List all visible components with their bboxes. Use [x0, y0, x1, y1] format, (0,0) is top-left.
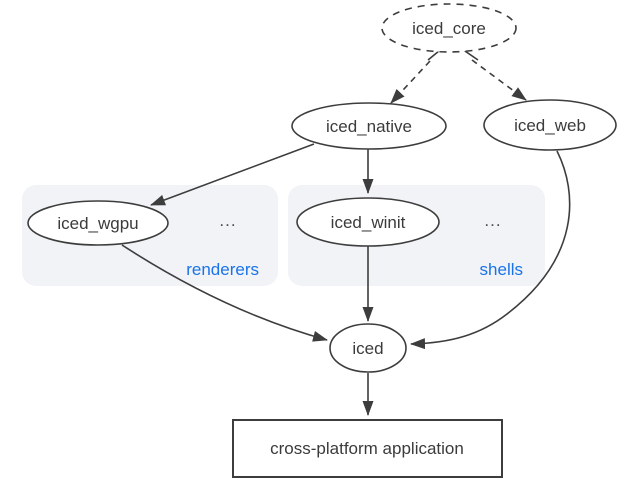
node-iced-native: iced_native — [291, 102, 447, 150]
node-iced-winit: iced_winit — [296, 197, 440, 247]
cluster-renderers-ellipsis: ... — [219, 211, 236, 230]
node-iced-winit-shape — [296, 197, 440, 247]
node-iced-wgpu-shape — [27, 200, 169, 246]
node-iced-core: iced_core — [381, 3, 517, 53]
node-iced-native-shape — [291, 102, 447, 150]
node-iced-wgpu-label: iced_wgpu — [57, 214, 138, 233]
node-iced-wgpu: iced_wgpu — [27, 200, 169, 246]
cluster-shells-label: shells — [480, 260, 523, 279]
node-iced: iced — [329, 323, 407, 373]
node-application-shape — [232, 419, 503, 478]
edge-native-wgpu — [150, 143, 315, 206]
edge-web-iced — [410, 150, 571, 350]
node-iced-core-label: iced_core — [412, 19, 486, 38]
node-iced-web: iced_web — [483, 99, 617, 151]
node-iced-web-label: iced_web — [514, 116, 586, 135]
edge-core-web — [471, 59, 527, 101]
node-iced-winit-label: iced_winit — [331, 213, 406, 232]
node-iced-web-shape — [483, 99, 617, 151]
cluster-shells-ellipsis: ... — [484, 211, 501, 230]
node-iced-shape — [329, 323, 407, 373]
edge-core-native — [390, 60, 431, 104]
edge-wgpu-iced — [121, 244, 328, 342]
node-iced-label: iced — [352, 339, 383, 358]
node-iced-native-label: iced_native — [326, 117, 412, 136]
cluster-renderers-label: renderers — [186, 260, 259, 279]
node-application-label: cross-platform application — [270, 439, 464, 458]
node-iced-core-shape — [381, 3, 517, 53]
node-application: cross-platform application — [232, 419, 503, 478]
